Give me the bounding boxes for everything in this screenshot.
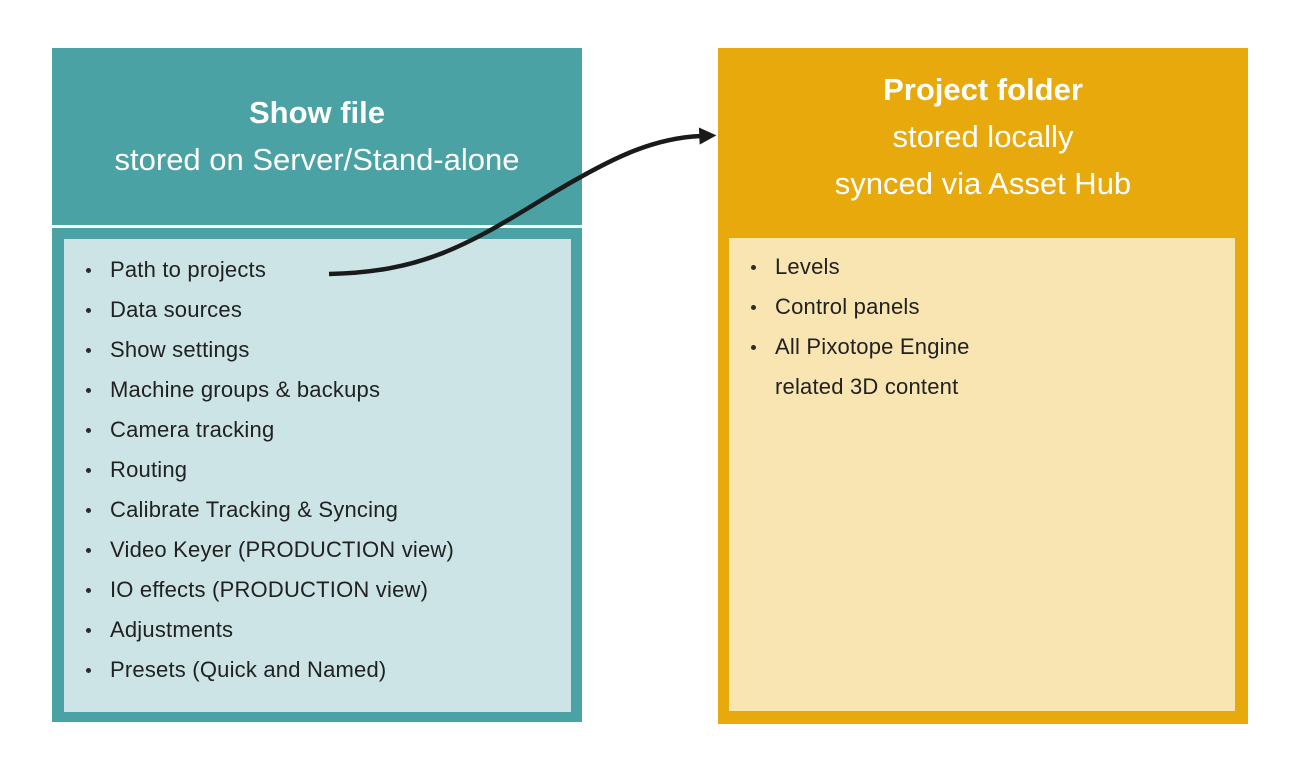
list-item: Camera tracking — [64, 410, 557, 450]
list-item: Routing — [64, 450, 557, 490]
show-file-header: Show file stored on Server/Stand-alone — [52, 48, 582, 225]
show-file-box: Show file stored on Server/Stand-alone P… — [52, 48, 582, 722]
project-folder-header: Project folder stored locally synced via… — [718, 48, 1248, 238]
project-folder-title: Project folder — [883, 72, 1083, 107]
list-item: Video Keyer (PRODUCTION view) — [64, 530, 557, 570]
show-file-subtitle: stored on Server/Stand-alone — [114, 142, 520, 177]
list-item: Levels — [729, 247, 1221, 287]
list-item: Show settings — [64, 330, 557, 370]
show-file-title: Show file — [248, 95, 386, 130]
list-item: Data sources — [64, 290, 557, 330]
show-file-header-divider — [52, 225, 582, 228]
list-item: Control panels — [729, 287, 1221, 327]
project-folder-subtitle-2: synced via Asset Hub — [834, 166, 1132, 201]
list-item: Path to projects — [64, 250, 557, 290]
list-item: Adjustments — [64, 610, 557, 650]
list-item: Presets (Quick and Named) — [64, 650, 557, 690]
list-item: Machine groups & backups — [64, 370, 557, 410]
project-folder-box: Project folder stored locally synced via… — [718, 48, 1248, 724]
list-item: Calibrate Tracking & Syncing — [64, 490, 557, 530]
list-item: IO effects (PRODUCTION view) — [64, 570, 557, 610]
project-folder-subtitle-1: stored locally — [892, 119, 1074, 154]
list-item: All Pixotope Engine related 3D content — [729, 327, 1221, 407]
